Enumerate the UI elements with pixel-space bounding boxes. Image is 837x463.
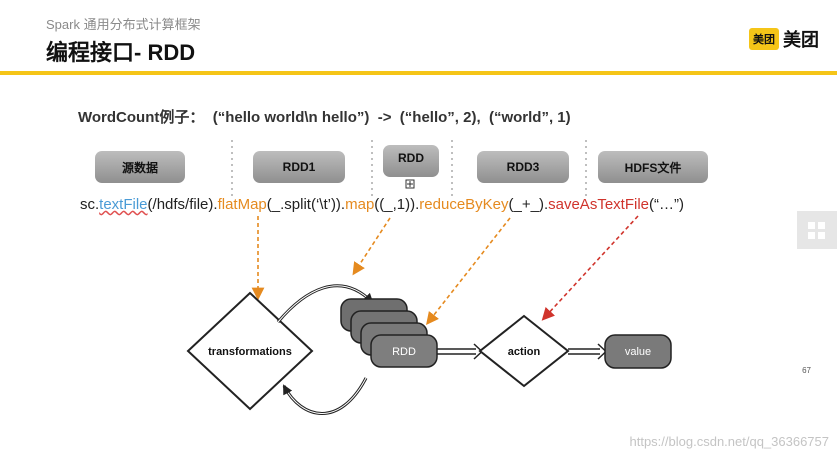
- code-sc: sc.: [80, 196, 100, 213]
- csdn-watermark: https://blog.csdn.net/qq_36366757: [629, 434, 830, 449]
- code-flatmap: flatMap: [217, 196, 267, 213]
- wordcount-code: sc.textFile(/hdfs/file).flatMap(_.split(…: [80, 196, 684, 213]
- code-saveastextfile: saveAsTextFile: [548, 196, 649, 213]
- wordcount-example: WordCount例子： (“hello world\n hello”) -> …: [78, 109, 571, 126]
- transformations-node: [186, 291, 314, 411]
- action-node: [478, 314, 570, 388]
- code-output: (“…”): [649, 196, 684, 213]
- meituan-logo: 美团 美团: [749, 26, 819, 52]
- stage-rdd1: RDD1: [253, 151, 345, 183]
- code-map: map: [345, 196, 375, 213]
- stage-rdd2: RDD: [383, 145, 439, 177]
- rdd-stack-label: RDD: [392, 346, 416, 358]
- transformations-label: transformations: [208, 346, 292, 358]
- action-label: action: [508, 346, 541, 358]
- side-panel-toggle[interactable]: [797, 211, 837, 249]
- rdd-stack: [340, 298, 438, 368]
- pointer-saveastextfile: [541, 215, 639, 321]
- stage-rdd3: RDD3: [477, 151, 569, 183]
- code-path: (/hdfs/file).: [147, 196, 218, 213]
- stage-hdfs-file: HDFS文件: [598, 151, 708, 183]
- expand-icon: [405, 179, 415, 189]
- stage-source-data: 源数据: [95, 151, 185, 183]
- value-node: [604, 334, 672, 369]
- pointer-map: [352, 217, 391, 276]
- arrow-action-to-value: [568, 343, 608, 360]
- value-label: value: [625, 346, 651, 358]
- pointer-reducebykey: [426, 217, 511, 326]
- logo-text: 美团: [783, 30, 819, 50]
- page-number: 67: [802, 366, 811, 375]
- code-textfile: textFile: [99, 196, 148, 213]
- code-split: (_.split(‘\t’)).: [266, 196, 346, 213]
- slide-title: 编程接口- RDD: [46, 40, 196, 65]
- stage-rdd2-label: RDD: [398, 151, 424, 165]
- code-tuple: ((_,1)).: [374, 196, 420, 213]
- header-divider: [0, 71, 837, 75]
- slide-subtitle: Spark 通用分布式计算框架: [46, 17, 201, 32]
- code-sum: (_+_).: [508, 196, 549, 213]
- code-reducebykey: reduceByKey: [419, 196, 509, 213]
- arrow-rdd-to-action: [437, 343, 484, 360]
- arrow-rdd-to-transform: [282, 377, 368, 415]
- logo-badge: 美团: [749, 28, 779, 50]
